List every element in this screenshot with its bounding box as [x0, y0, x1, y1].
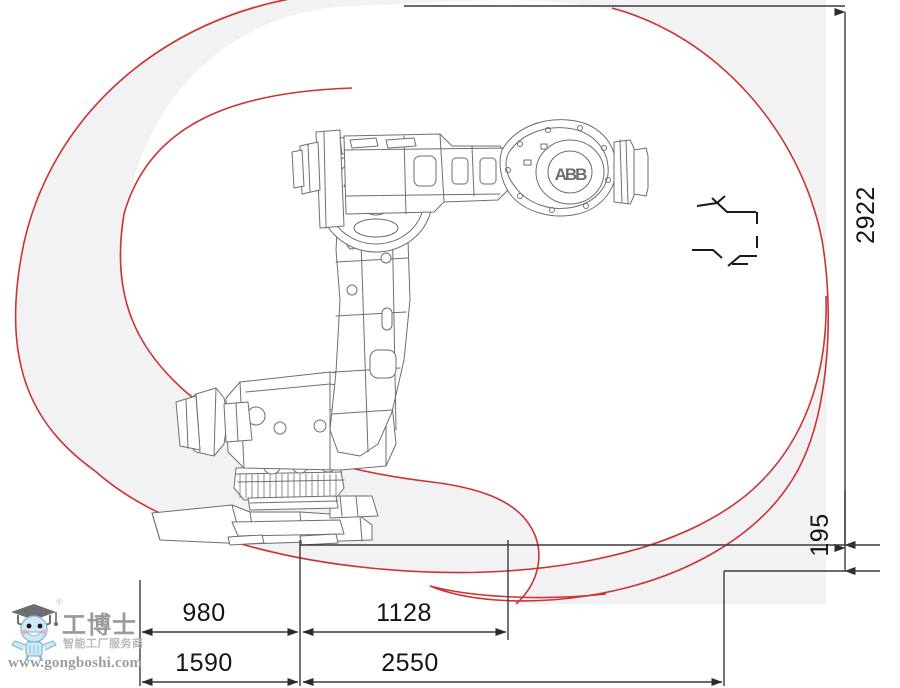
tool-detail-bracket-bottom-left [692, 249, 723, 259]
abb-logo-text: ABB [555, 165, 588, 184]
dim-value-980: 980 [182, 599, 225, 627]
robot-base [151, 495, 379, 546]
envelope-fill-region [16, 0, 827, 604]
robot-upper-arm [343, 133, 509, 215]
dim-value-1590: 1590 [175, 649, 233, 677]
robot-counterweight [175, 387, 253, 457]
robot-wrist-unit [499, 119, 649, 217]
dim-value-2922: 2922 [852, 186, 880, 244]
dim-value-195: 195 [806, 513, 834, 556]
tool-detail-bracket-top-right [711, 197, 756, 213]
robot-lower-arm [329, 207, 411, 457]
tool-detail-bracket-bottom-right [727, 255, 757, 267]
dim-value-1128: 1128 [376, 599, 432, 627]
envelope-inner-arc-tail [431, 481, 540, 605]
dim-value-2550: 2550 [381, 649, 439, 677]
robot-axis3-motor [291, 129, 365, 229]
envelope-outer-arc [14, 0, 289, 472]
envelope-right-arc [429, 7, 829, 602]
